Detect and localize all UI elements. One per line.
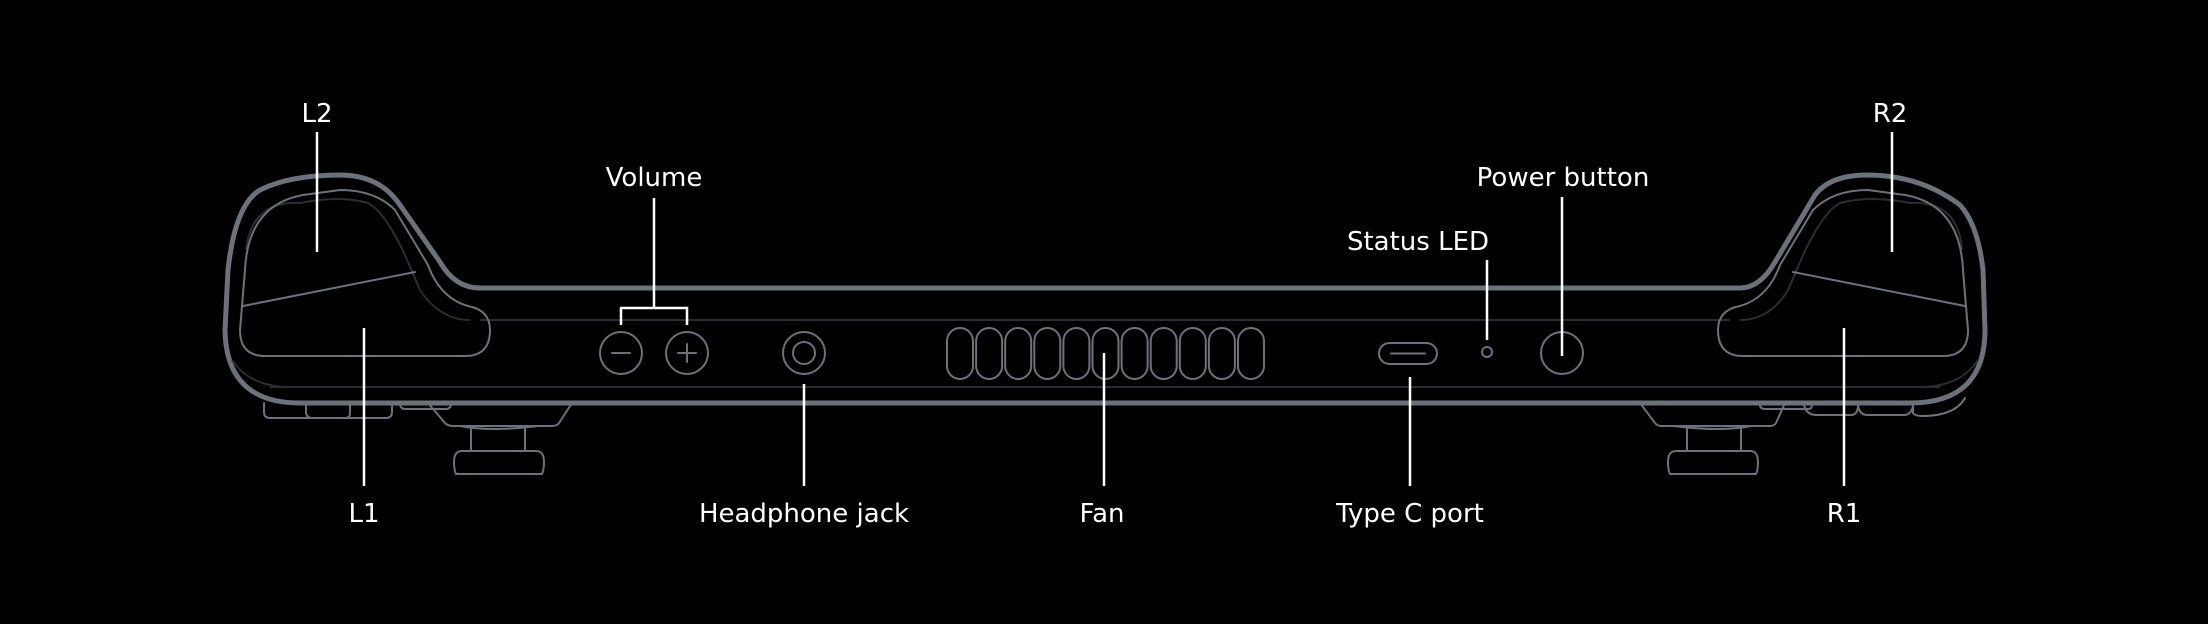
fan-vent-slot <box>975 327 1004 380</box>
label-l1: L1 <box>348 499 379 529</box>
fan-vent-slot <box>1062 327 1091 380</box>
left-bottom-bumps <box>263 402 452 419</box>
fan-vent-slot <box>946 327 974 380</box>
fan-vent-slot <box>1207 327 1236 380</box>
fan-vents <box>946 327 1265 380</box>
fan-vent-slot <box>1120 327 1149 380</box>
label-type-c-port: Type C port <box>1335 499 1484 529</box>
right-shoulder-buttons[interactable] <box>1717 189 1969 357</box>
left-joystick <box>427 402 573 475</box>
label-headphone-jack: Headphone jack <box>699 499 909 529</box>
volume-up-button[interactable] <box>665 331 709 375</box>
label-l2: L2 <box>301 99 332 129</box>
label-status-led: Status LED <box>1347 227 1489 257</box>
type-c-port <box>1378 342 1438 365</box>
status-led <box>1481 346 1493 358</box>
fan-vent-slot <box>1091 327 1120 380</box>
r2-r1-divider <box>1792 271 1966 307</box>
label-power-button: Power button <box>1477 163 1650 193</box>
fan-vent-slot <box>1178 327 1207 380</box>
right-trigger-shadow <box>1739 198 1963 321</box>
right-joystick <box>1639 402 1786 475</box>
volume-leader <box>619 198 689 325</box>
label-volume: Volume <box>606 163 703 193</box>
left-corner-shadow <box>231 359 291 388</box>
fan-vent-slot <box>1033 327 1062 380</box>
label-fan: Fan <box>1080 499 1125 529</box>
headphone-jack <box>782 331 826 375</box>
right-corner-shadow <box>1919 359 1979 388</box>
fan-vent-slot <box>1149 327 1178 380</box>
label-r1: R1 <box>1827 499 1862 529</box>
left-shoulder-buttons[interactable] <box>239 189 491 357</box>
l2-l1-divider <box>242 271 416 307</box>
label-r2: R2 <box>1873 99 1908 129</box>
volume-down-button[interactable] <box>599 331 643 375</box>
right-bottom-bumps <box>1759 397 1966 417</box>
fan-vent-slot <box>1237 327 1265 380</box>
fan-vent-slot <box>1004 327 1033 380</box>
